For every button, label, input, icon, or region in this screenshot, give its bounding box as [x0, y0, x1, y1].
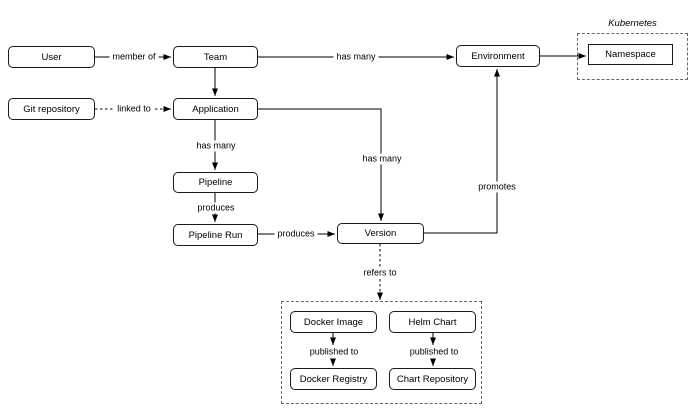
- edge-label-application-to-pipeline: has many: [193, 140, 239, 152]
- node-user: User: [8, 46, 95, 68]
- group-artifacts: [281, 301, 482, 404]
- node-version: Version: [337, 223, 424, 244]
- node-chart-repository: Chart Repository: [389, 368, 476, 390]
- node-helm-chart: Helm Chart: [389, 311, 476, 333]
- node-docker-image: Docker Image: [290, 311, 377, 333]
- node-git-repository: Git repository: [8, 98, 95, 120]
- node-pipeline: Pipeline: [173, 172, 258, 193]
- edge-application-to-version: [258, 108, 384, 221]
- node-pipeline-run: Pipeline Run: [173, 224, 258, 246]
- group-kubernetes-label: Kubernetes: [608, 18, 657, 29]
- edge-label-dockerimage-publishedto: published to: [306, 346, 362, 358]
- node-namespace: Namespace: [588, 44, 673, 65]
- edge-label-version-to-environment: promotes: [475, 181, 519, 193]
- edge-label-version-to-artifacts: refers to: [360, 267, 400, 279]
- edge-label-application-to-version: has many: [359, 153, 405, 165]
- edge-version-to-environment: [424, 69, 500, 234]
- edge-label-pipelinerun-to-version: produces: [274, 228, 318, 240]
- node-team: Team: [173, 46, 258, 68]
- node-docker-registry: Docker Registry: [290, 368, 377, 390]
- edge-label-user-to-team: member of: [109, 51, 159, 63]
- edge-label-helmchart-publishedto: published to: [406, 346, 462, 358]
- node-application: Application: [173, 98, 258, 120]
- edge-label-gitrepo-to-application: linked to: [114, 103, 154, 115]
- edge-label-pipeline-to-pipelinerun: produces: [194, 202, 238, 214]
- edge-label-team-to-environment: has many: [333, 51, 379, 63]
- node-environment: Environment: [456, 45, 540, 67]
